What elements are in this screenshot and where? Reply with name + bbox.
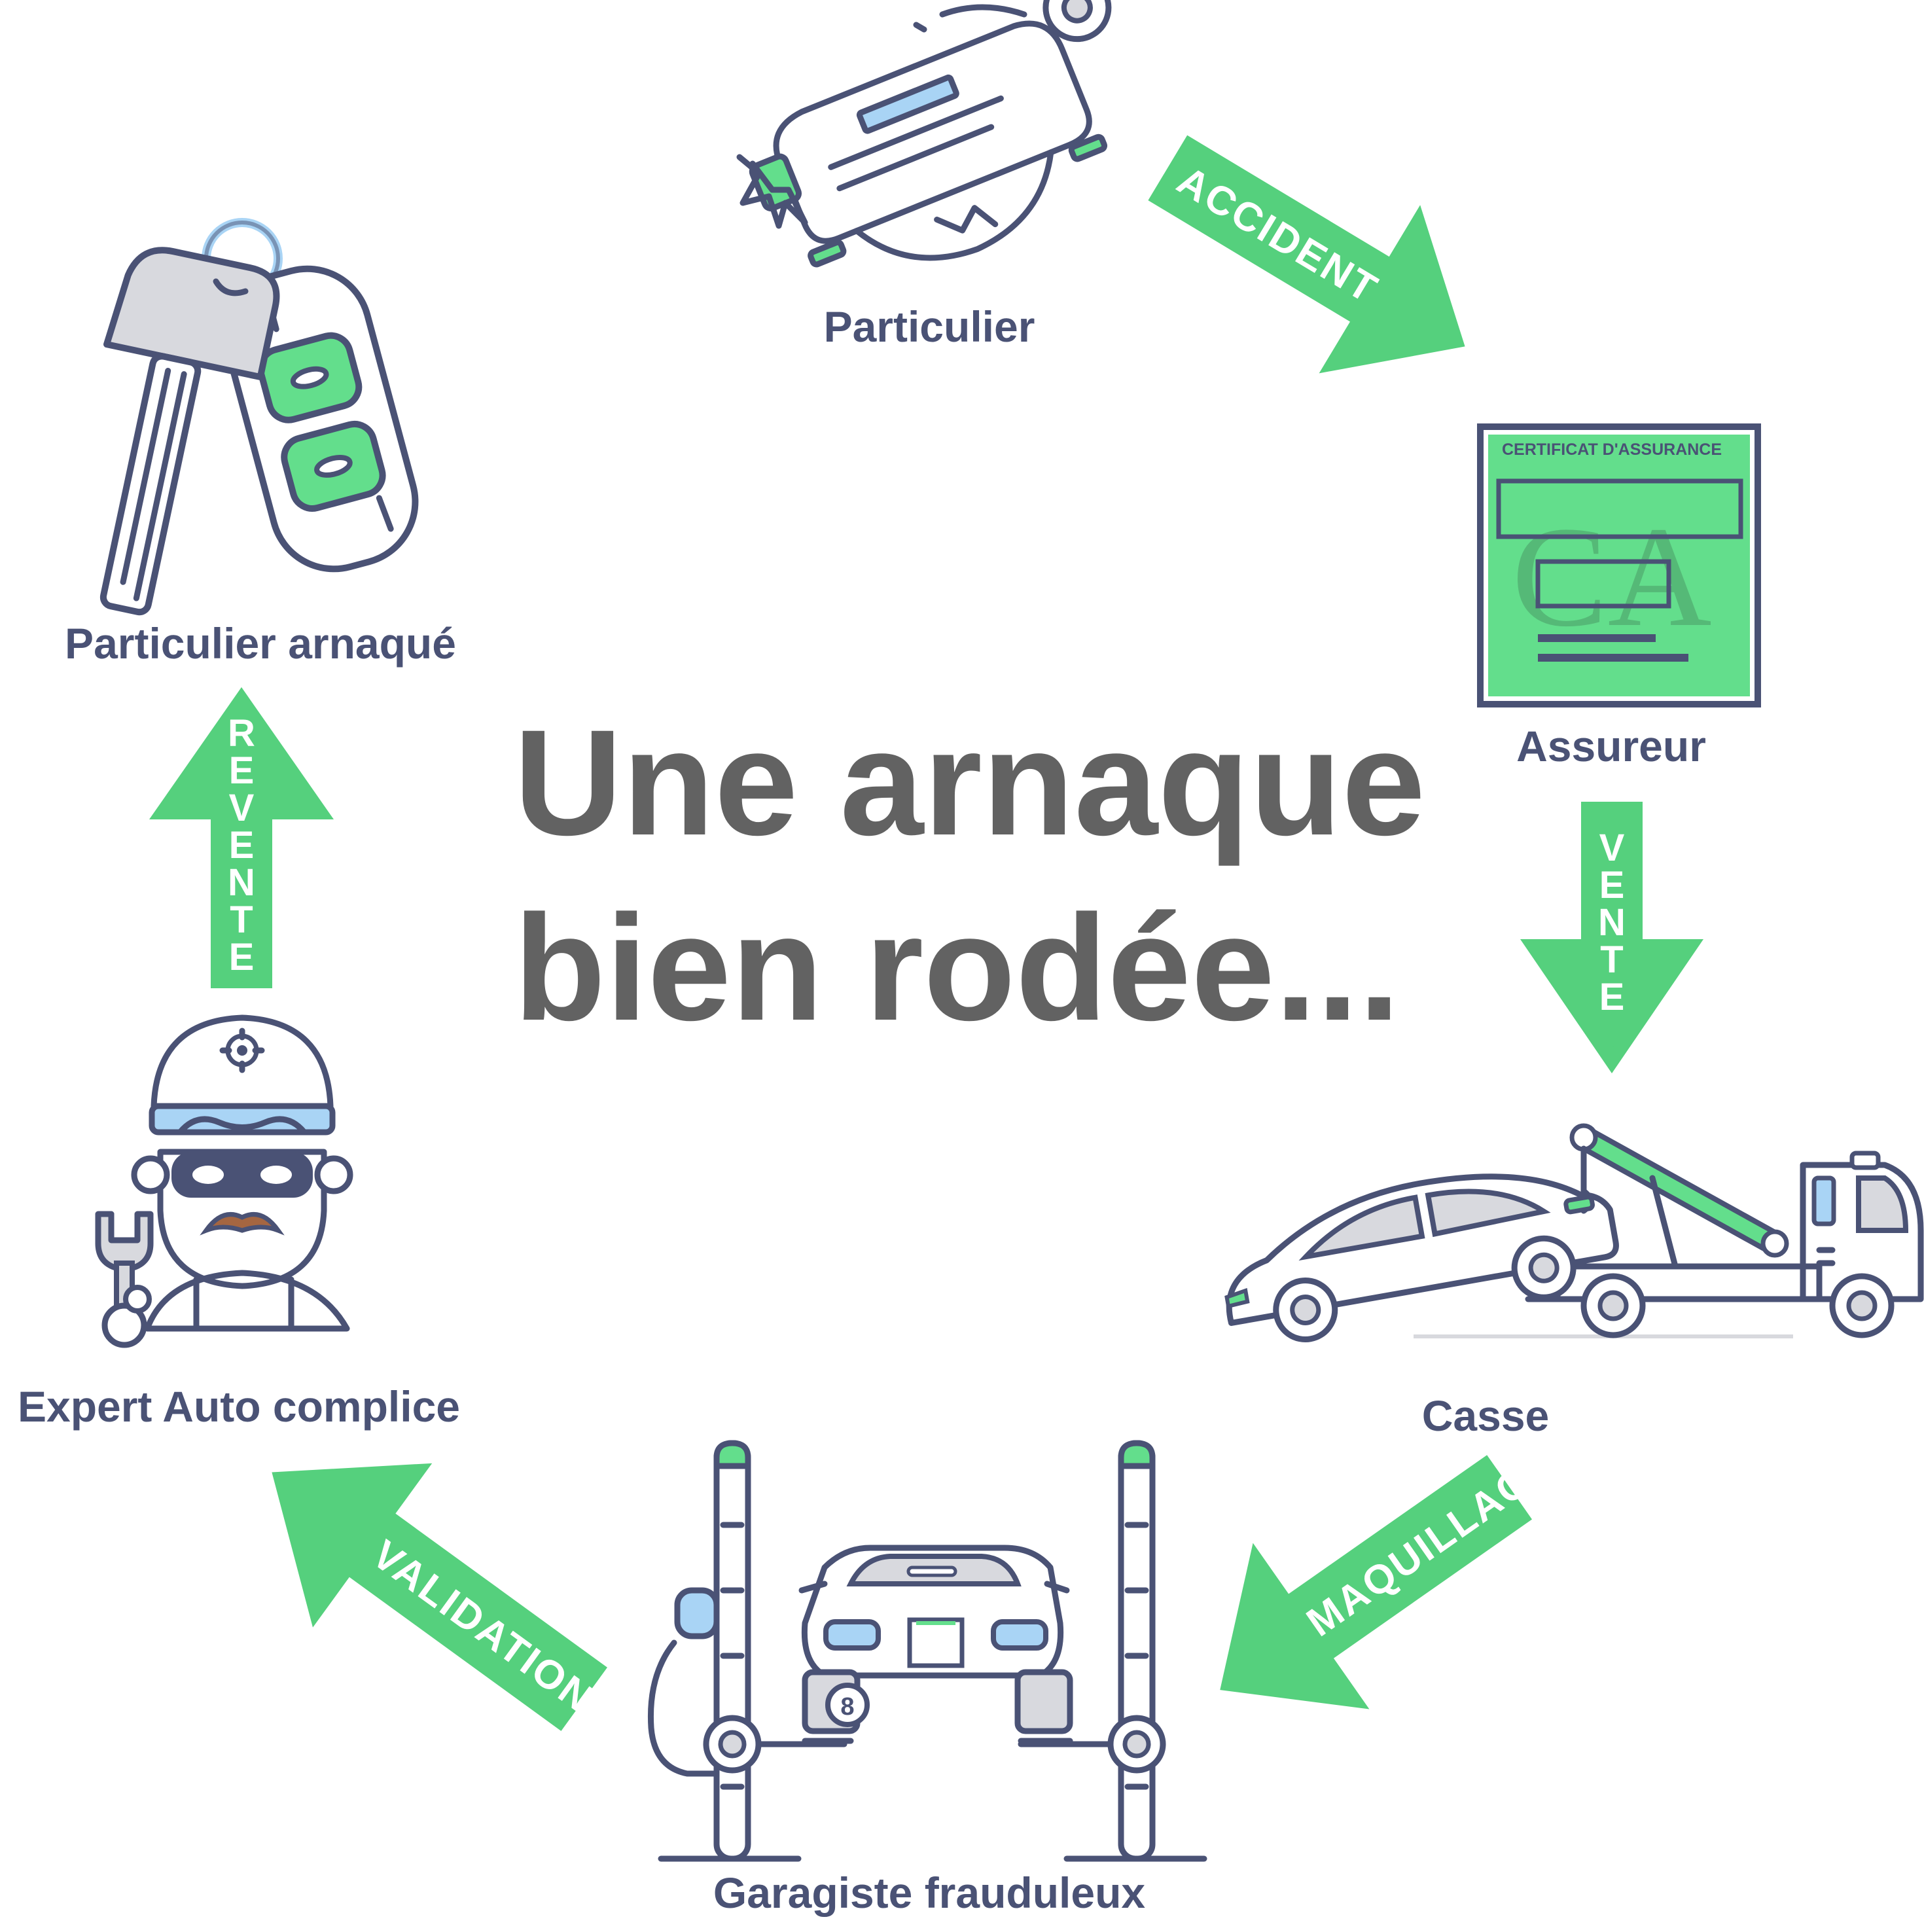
vente-letter-2: E [1599,864,1625,906]
revente-arrow-label: REVENTE [241,981,245,982]
vente-letter-3: N [1598,901,1626,944]
crashed-car-icon [736,0,1112,268]
revente-letter-5: N [228,861,255,904]
node-label-particulier: Particulier [824,302,1035,351]
plate-number: 8 [840,1693,854,1721]
insurance-certificate-icon: CERTIFICAT D'ASSURANCE CA [1477,423,1761,707]
validation-arrow-label: VALIDATION [364,1531,602,1722]
revente-letter-6: T [230,899,253,941]
mechanic-icon [95,1014,353,1348]
certificate-heading: CERTIFICAT D'ASSURANCE [1502,440,1722,459]
certificate-watermark: CA [1512,497,1712,656]
maquillage-arrow-label: MAQUILLAGE [1299,1440,1565,1645]
vente-letter-4: T [1600,939,1623,981]
node-label-garagiste: Garagiste frauduleux [713,1869,1145,1917]
revente-letter-4: E [229,824,255,867]
revente-arrow: R E V E N T E REVENTE [149,687,334,988]
title-line-1: Une arnaque [514,698,1425,867]
revente-letter-2: E [229,749,255,792]
car-keys-icon [99,218,419,616]
vente-arrow: V E N T E VENTE [1520,802,1703,1073]
tow-truck-icon [1224,1123,1924,1343]
node-label-assureur: Assureur [1516,722,1706,770]
vente-letter-5: E [1599,976,1625,1018]
node-label-arnaque: Particulier arnaqué [65,619,456,668]
node-label-expert: Expert Auto complice [18,1382,460,1431]
revente-letter-1: R [228,712,255,755]
accident-arrow: ACCIDENT [1148,135,1465,374]
validation-arrow: VALIDATION [272,1463,607,1731]
accident-arrow-label: ACCIDENT [1169,158,1386,312]
revente-letter-3: V [229,787,255,829]
vente-arrow-label: VENTE [1612,1046,1614,1048]
vente-letter-1: V [1599,827,1625,869]
node-label-casse: Casse [1422,1391,1550,1440]
revente-letter-7: E [229,936,255,978]
car-lift-icon: 8 [647,1440,1207,1862]
title-line-2: bien rodée... [514,884,1400,1052]
